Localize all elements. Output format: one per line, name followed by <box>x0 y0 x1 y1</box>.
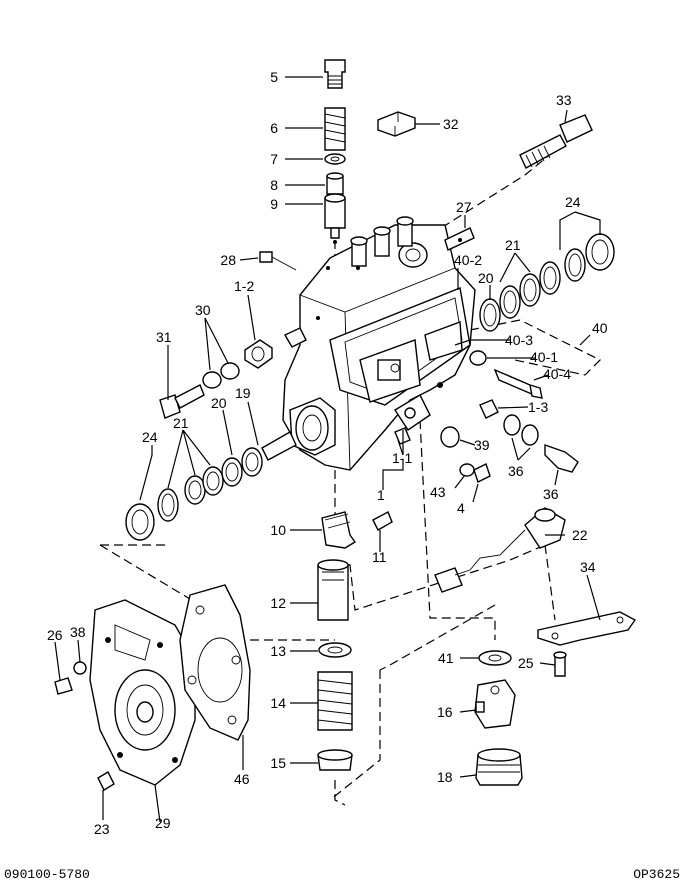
callout-40-2: 40-2 <box>454 252 482 268</box>
bracket-34 <box>537 611 637 646</box>
callout-8: 8 <box>270 177 278 193</box>
callout-24-left: 24 <box>142 429 158 445</box>
callout-21-right: 21 <box>505 237 521 253</box>
callout-40-4: 40-4 <box>543 366 571 382</box>
pump-housing <box>282 216 476 471</box>
callout-1-2: 1-2 <box>234 278 254 294</box>
callout-9: 9 <box>270 196 278 212</box>
callout-24-right: 24 <box>565 194 581 210</box>
callout-5: 5 <box>270 69 278 85</box>
callout-39: 39 <box>474 437 490 453</box>
callout-20-right: 20 <box>478 270 494 286</box>
callout-11: 11 <box>372 549 387 565</box>
left-fasteners <box>159 251 307 419</box>
callout-21-left: 21 <box>173 415 189 431</box>
callout-18: 18 <box>437 769 453 785</box>
callout-10: 10 <box>270 522 286 538</box>
callout-34: 34 <box>580 559 596 575</box>
right-shim-rings <box>479 233 615 332</box>
callout-46: 46 <box>234 771 250 787</box>
callout-25: 25 <box>518 655 534 671</box>
callout-36-upper: 36 <box>508 463 524 479</box>
callout-40: 40 <box>592 320 608 336</box>
callout-43: 43 <box>430 484 446 500</box>
part-16-block <box>474 679 516 729</box>
callout-labels: 5 6 7 8 9 32 33 27 24 21 40-2 20 28 1-2 … <box>47 69 608 837</box>
leader-lines <box>54 76 601 823</box>
callout-41: 41 <box>438 650 454 666</box>
callout-23: 23 <box>94 821 110 837</box>
callout-19: 19 <box>235 385 251 401</box>
callout-27: 27 <box>456 199 472 215</box>
callout-4: 4 <box>457 500 465 516</box>
callout-15: 15 <box>270 755 286 771</box>
callout-40-1: 40-1 <box>530 349 558 365</box>
callout-33: 33 <box>556 92 572 108</box>
left-shim-rings <box>125 431 297 541</box>
callout-12: 12 <box>270 595 286 611</box>
callout-7: 7 <box>270 151 278 167</box>
delivery-valve-stack <box>324 59 346 244</box>
callout-31: 31 <box>156 329 172 345</box>
cover-plate-29 <box>89 599 196 786</box>
callout-6: 6 <box>270 120 278 136</box>
callout-13: 13 <box>270 643 286 659</box>
callout-38: 38 <box>70 624 86 640</box>
callout-29: 29 <box>155 815 171 831</box>
callout-22: 22 <box>572 527 588 543</box>
lower-center-stack <box>317 511 393 771</box>
part-32-block <box>377 111 416 137</box>
callout-28: 28 <box>220 252 236 268</box>
part-27-bracket <box>444 227 475 251</box>
callout-30: 30 <box>195 302 211 318</box>
callout-20-left: 20 <box>211 395 227 411</box>
solenoid-22 <box>434 507 566 593</box>
right-fasteners <box>394 350 579 483</box>
callout-1-3: 1-3 <box>528 399 548 415</box>
callout-14: 14 <box>270 695 286 711</box>
callout-1-1: 1-1 <box>392 450 412 466</box>
callout-1: 1 <box>377 487 385 503</box>
callout-36-lower: 36 <box>543 486 559 502</box>
callout-40-3: 40-3 <box>505 332 533 348</box>
gasket-46 <box>179 584 251 741</box>
callout-26: 26 <box>47 627 63 643</box>
part-25-bolt <box>553 651 567 677</box>
diagram-serial-number: 090100-5780 <box>4 867 90 882</box>
part-18-cap <box>475 748 523 786</box>
part-33-bolt <box>519 114 593 169</box>
diagram-figure-code: OP3625 <box>633 867 680 882</box>
callout-32: 32 <box>443 116 459 132</box>
callout-16: 16 <box>437 704 453 720</box>
part-41-washer <box>478 650 512 666</box>
